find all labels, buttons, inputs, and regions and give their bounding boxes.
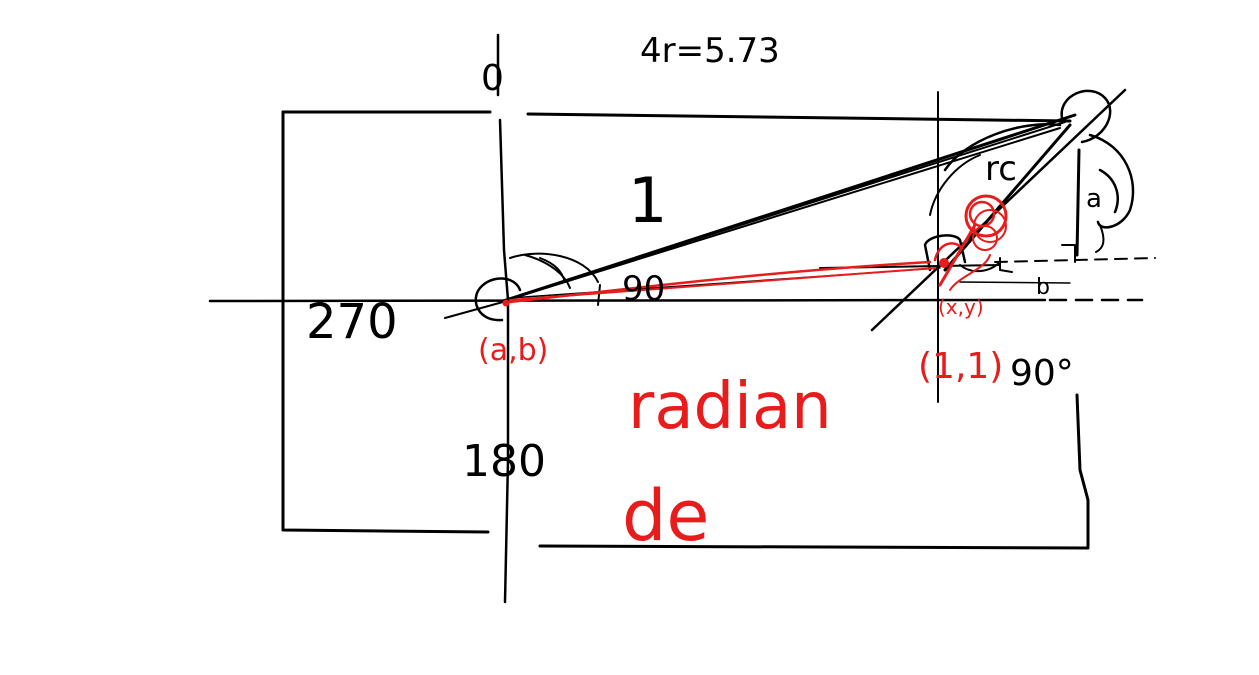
hypotenuse-lines (444, 113, 1077, 319)
axis-top-label: 0 (481, 58, 504, 99)
top-formula-label: 4r=5.73 (640, 31, 780, 71)
point-ab-label: (a,b) (478, 333, 548, 368)
red-right-marks (933, 194, 1008, 291)
origin-marks (474, 252, 601, 322)
angle-right-label: 90° (1010, 353, 1074, 394)
vertical-axis (496, 33, 510, 604)
right-vertex-marks (929, 89, 1135, 263)
point-11-label: (1,1) (918, 346, 1003, 387)
diagonal-line-right (870, 88, 1127, 332)
axis-left-label: 270 (306, 294, 398, 350)
axis-bottom-label: 180 (462, 436, 546, 487)
point-xy-label: (x,y) (938, 295, 984, 319)
horizontal-axis (208, 298, 1144, 303)
right-angle-marks (923, 234, 1013, 273)
red-vector-line (502, 260, 936, 307)
de-word: de (622, 475, 710, 557)
rectangle-frame (281, 110, 1090, 550)
region-one-label: 1 (628, 164, 667, 237)
r-label: rc (985, 149, 1017, 189)
radian-word: radian (628, 370, 832, 444)
b-label: b (1036, 275, 1050, 300)
angle-left-label: 90 (622, 269, 665, 309)
a-label: a (1086, 184, 1102, 214)
